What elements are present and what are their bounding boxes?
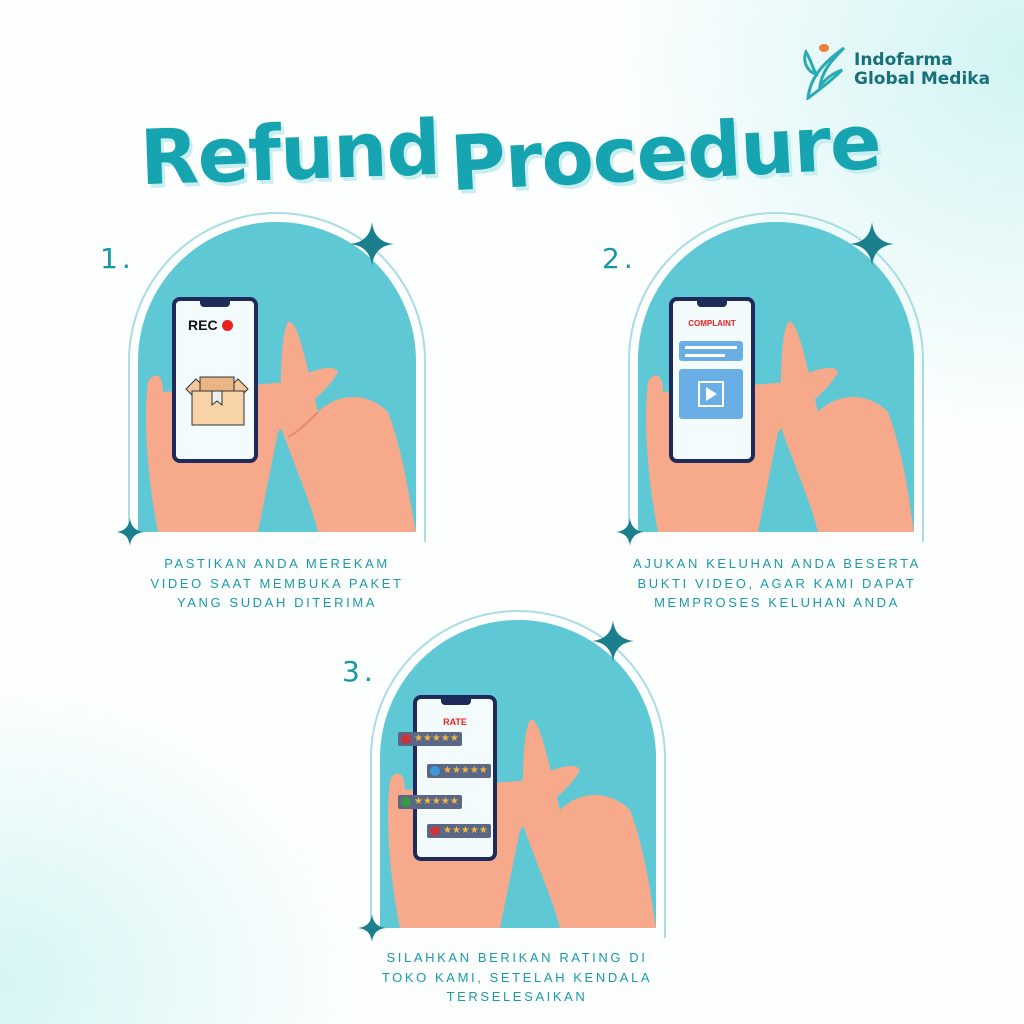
- step-3-illustration: RATE ★★★★★ ★★★★★ ★★★★★ ★★★★★: [380, 620, 656, 928]
- caption-line: YANG SUDAH DITERIMA: [176, 595, 378, 610]
- caption-line: BUKTI VIDEO, AGAR KAMI DAPAT: [637, 575, 917, 591]
- title-word-procedure: Procedure: [447, 96, 883, 209]
- step-1-illustration: REC: [138, 222, 416, 532]
- rating-row: ★★★★★: [427, 824, 491, 838]
- leaf-logo-icon: [803, 44, 846, 100]
- star-rating: ★★★★★: [414, 796, 459, 807]
- package-box-icon: [185, 376, 249, 426]
- rating-row: ★★★★★: [427, 764, 491, 778]
- step-3-number: 3.: [342, 655, 377, 688]
- rec-label: REC: [188, 317, 218, 333]
- avatar: [430, 826, 440, 836]
- caption-line: PASTIKAN ANDA MEREKAM: [164, 556, 390, 571]
- chat-bubble-icon: [679, 341, 743, 361]
- step-2-number: 2.: [602, 242, 637, 275]
- caption-line: VIDEO SAAT MEMBUKA PAKET: [150, 575, 404, 591]
- phone-screen: REC: [172, 297, 258, 463]
- caption-line: AJUKAN KELUHAN ANDA BESERTA: [633, 556, 921, 571]
- brand-name-line2: Global Medika: [854, 69, 991, 89]
- sparkle-icon: [358, 914, 386, 942]
- step-1-number: 1.: [100, 242, 135, 275]
- rate-label: RATE: [443, 717, 467, 727]
- brand-name-line1: Indofarma: [854, 50, 953, 70]
- rating-row: ★★★★★: [398, 795, 462, 809]
- caption-line: SILAHKAN BERIKAN RATING DI: [386, 950, 648, 965]
- record-dot-icon: [221, 319, 233, 331]
- caption-line: TOKO KAMI, SETELAH KENDALA: [381, 969, 653, 985]
- avatar: [430, 766, 440, 776]
- sparkle-icon: [592, 620, 634, 662]
- caption-line: TERSELESAIKAN: [446, 989, 588, 1004]
- brand-logo: Indofarma Global Medika: [800, 40, 990, 100]
- sparkle-icon: [350, 222, 394, 266]
- star-rating: ★★★★★: [443, 825, 488, 836]
- sparkle-icon: [116, 518, 144, 546]
- caption-line: MEMPROSES KELUHAN ANDA: [654, 595, 900, 610]
- avatar: [401, 734, 411, 744]
- step-2-arch-outline: [628, 212, 924, 542]
- phone-screen: COMPLAINT: [669, 297, 755, 463]
- step-2-illustration: COMPLAINT: [638, 222, 914, 532]
- video-icon: [679, 369, 743, 419]
- sparkle-icon: [850, 222, 894, 266]
- step-3-arch-outline: [370, 610, 666, 938]
- step-2-caption: AJUKAN KELUHAN ANDA BESERTA BUKTI VIDEO,…: [607, 554, 947, 613]
- step-1-arch-outline: [128, 212, 426, 542]
- step-1-caption: PASTIKAN ANDA MEREKAM VIDEO SAAT MEMBUKA…: [107, 554, 447, 613]
- rating-row: ★★★★★: [398, 732, 462, 746]
- complaint-label: COMPLAINT: [688, 319, 736, 328]
- title-word-refund: Refund: [138, 102, 442, 203]
- sparkle-icon: [616, 518, 644, 546]
- step-3-caption: SILAHKAN BERIKAN RATING DI TOKO KAMI, SE…: [347, 948, 687, 1007]
- star-rating: ★★★★★: [414, 733, 459, 744]
- star-rating: ★★★★★: [443, 765, 488, 776]
- page-title: Refund Procedure: [0, 96, 1024, 210]
- avatar: [401, 797, 411, 807]
